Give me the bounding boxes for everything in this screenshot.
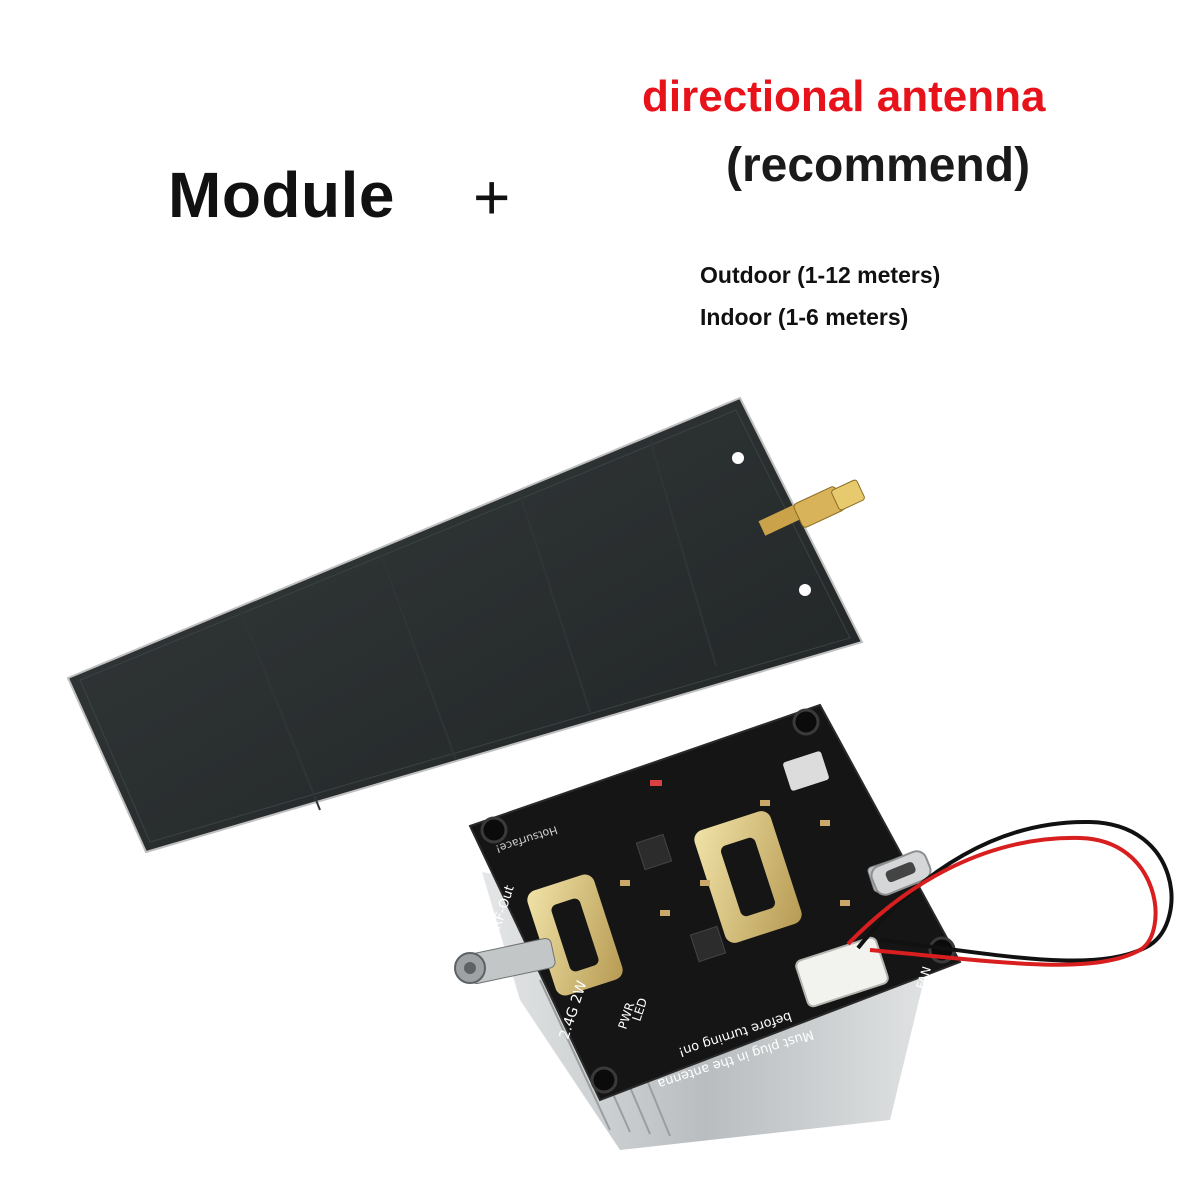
range-list: Outdoor (1-12 meters) Indoor (1-6 meters… <box>700 254 940 338</box>
plus-sign: + <box>473 161 511 233</box>
indoor-range: Indoor (1-6 meters) <box>700 304 909 330</box>
recommend-note: (recommend) <box>726 139 1031 192</box>
outdoor-range: Outdoor (1-12 meters) <box>700 262 941 288</box>
fan-label: FAN <box>914 965 934 991</box>
fan-connector <box>795 936 889 1008</box>
antenna-title: directional antenna <box>642 72 1046 121</box>
usb-c-port <box>870 850 932 896</box>
module-sma-connector <box>454 938 556 984</box>
antenna-sma-connector <box>758 479 865 536</box>
led-label: LED <box>630 996 651 1023</box>
fan-wires <box>846 819 1174 967</box>
module-label: Module <box>168 159 395 231</box>
antenna-board <box>66 396 864 854</box>
